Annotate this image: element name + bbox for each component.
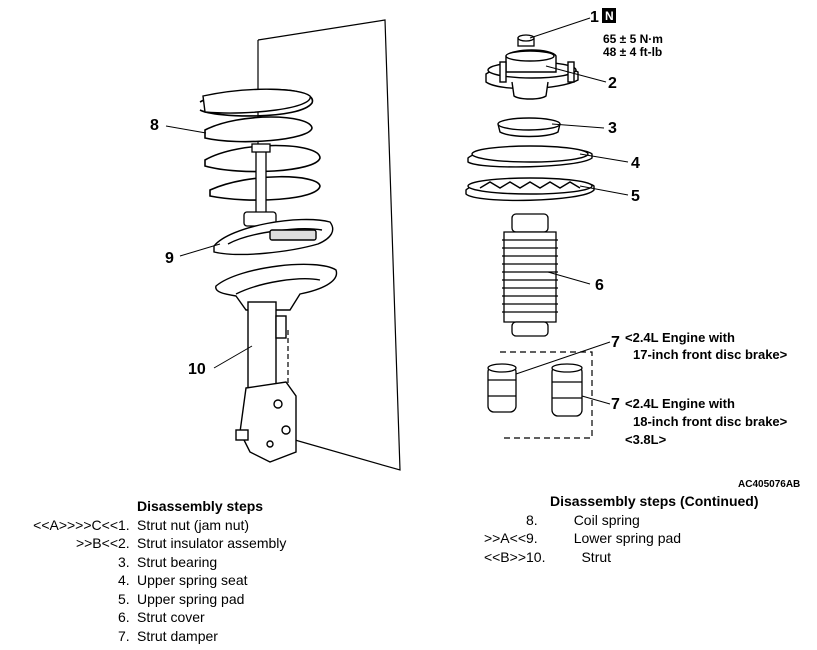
- steps-heading-continued: Disassembly steps (Continued): [550, 493, 759, 509]
- step-row: <<A>>>>C<<1.Strut nut (jam nut): [6, 516, 286, 535]
- step-ref: [6, 627, 118, 646]
- step-row: 5.Upper spring pad: [6, 590, 286, 609]
- step-row: >>A<<9. Lower spring pad: [420, 529, 759, 548]
- note-38l: <3.8L>: [625, 432, 667, 447]
- step-ref: [6, 571, 118, 590]
- disassembly-steps-right: Disassembly steps (Continued) 8. Coil spr…: [420, 492, 759, 566]
- step-number: 10.: [526, 548, 546, 565]
- callout-8: 8: [150, 117, 159, 134]
- step-ref: >>A<<: [483, 530, 526, 546]
- disassembly-steps-left: Disassembly steps <<A>>>>C<<1.Strut nut …: [6, 497, 286, 645]
- callout-7b: 7: [611, 396, 620, 413]
- steps-heading: Disassembly steps: [137, 498, 264, 514]
- callout-6: 6: [595, 277, 604, 294]
- step-row: 7.Strut damper: [6, 627, 286, 646]
- step-ref: <<B>>: [483, 548, 526, 565]
- torque-metric: 65 ± 5 N·m: [603, 32, 663, 46]
- step-text: Lower spring pad: [573, 530, 682, 546]
- callout-4: 4: [631, 155, 640, 172]
- torque-imperial: 48 ± 4 ft-lb: [603, 45, 662, 59]
- step-text: Strut bearing: [137, 553, 218, 570]
- step-text: Strut insulator assembly: [137, 535, 287, 551]
- step-ref: >>B<<: [75, 535, 118, 551]
- step-row: >>B<<2.Strut insulator assembly: [6, 534, 286, 553]
- step-ref: [420, 511, 526, 530]
- note-18inch-line1: <2.4L Engine with: [625, 396, 735, 411]
- step-ref: <<A>>>>C<<: [33, 516, 118, 533]
- note-18inch-line2: 18-inch front disc brake>: [633, 414, 788, 429]
- step-text: Strut: [581, 548, 612, 565]
- step-text: Strut nut (jam nut): [137, 516, 250, 533]
- step-text: Upper spring seat: [137, 572, 248, 588]
- step-row: 3.Strut bearing: [6, 553, 286, 572]
- step-ref: [6, 608, 118, 627]
- strut-bearing: [497, 117, 561, 138]
- callout-10: 10: [188, 361, 206, 378]
- strut-damper-18inch: [551, 363, 583, 417]
- step-text: Upper spring pad: [137, 590, 245, 607]
- strut-insulator-assembly: [485, 49, 579, 100]
- callout-1: 1: [590, 9, 599, 26]
- exploded-strut-diagram: 1 N 65 ± 5 N·m 48 ± 4 ft-lb 2 3 4 5 6 7 …: [150, 8, 800, 490]
- callout-7a: 7: [611, 334, 620, 351]
- n-symbol-box: [602, 8, 616, 23]
- upper-spring-seat: [467, 145, 593, 168]
- step-text: Strut cover: [137, 609, 205, 625]
- step-row: 6.Strut cover: [6, 608, 286, 627]
- lower-spring-pad: [213, 218, 334, 256]
- step-text: Strut damper: [137, 627, 218, 644]
- step-number: 8.: [526, 511, 538, 528]
- n-symbol: N: [605, 9, 614, 23]
- note-17inch-line2: 17-inch front disc brake>: [633, 347, 788, 362]
- step-row: 8. Coil spring: [420, 511, 759, 530]
- step-text: Coil spring: [573, 511, 640, 528]
- step-row: <<B>>10. Strut: [420, 548, 759, 567]
- strut-body: [215, 263, 338, 463]
- callout-2: 2: [608, 75, 617, 92]
- strut-nut: [517, 34, 535, 47]
- step-ref: [6, 590, 118, 609]
- strut-cover: [502, 213, 558, 337]
- upper-spring-pad: [465, 177, 595, 202]
- callout-3: 3: [608, 120, 617, 137]
- step-ref: [6, 553, 118, 572]
- step-number: 9.: [526, 530, 538, 546]
- strut-damper-17inch: [487, 363, 517, 413]
- figure-code: AC405076AB: [738, 479, 800, 490]
- callout-5: 5: [631, 188, 640, 205]
- callout-9: 9: [165, 250, 174, 267]
- step-row: 4.Upper spring seat: [6, 571, 286, 590]
- leader-lines: [165, 17, 629, 405]
- note-17inch-line1: <2.4L Engine with: [625, 330, 735, 345]
